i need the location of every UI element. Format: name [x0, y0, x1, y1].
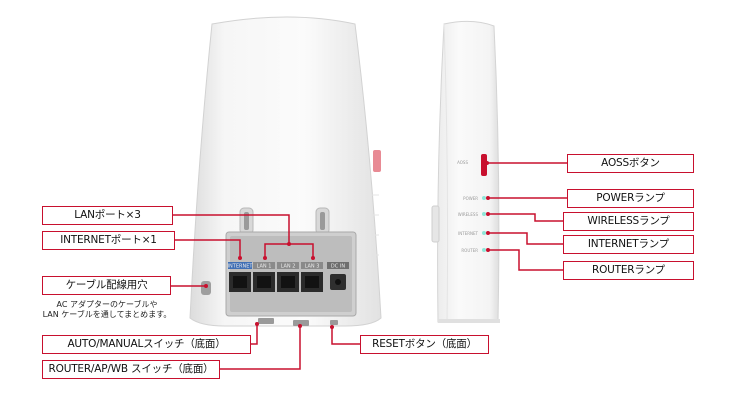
cable-hook-right [315, 207, 330, 235]
lan-port-1 [253, 272, 275, 292]
router-lamp [482, 248, 486, 252]
auto-manual-switch [258, 318, 274, 324]
cable-hole-note: AC アダプターのケーブルや LAN ケーブルを通してまとめます。 [12, 300, 202, 320]
wireless-lamp [482, 212, 486, 216]
cable-hole-note-line-1: AC アダプターのケーブルや [56, 300, 158, 309]
aoss-button [481, 154, 487, 176]
port-label-lan1: LAN 1 [257, 264, 272, 270]
cable-hole-note-line-2: LAN ケーブルを通してまとめます。 [42, 310, 172, 319]
lan-port-2 [277, 272, 299, 292]
cable-hook-left [239, 207, 254, 235]
mode-switch [293, 320, 309, 326]
router-lamp-label: ROUTERランプ [563, 261, 694, 280]
auto-manual-switch-label: AUTO/MANUALスイッチ（底面） [42, 335, 251, 354]
internet-lamp-text: INTERNET [458, 231, 478, 236]
leader-dots [204, 161, 490, 329]
router-lamp-text: ROUTER [461, 248, 478, 253]
power-lamp-text: POWER [463, 196, 478, 201]
internet-lamp [482, 231, 486, 235]
reset-button [330, 320, 338, 325]
dc-in-port [330, 274, 346, 290]
lan-port-3 [301, 272, 323, 292]
mode-switch-label: ROUTER/AP/WB スイッチ（底面） [42, 360, 220, 379]
cable-hole-label: ケーブル配線用穴 [42, 276, 171, 295]
port-label-lan3: LAN 3 [305, 264, 320, 270]
reset-button-label: RESETボタン（底面） [360, 335, 489, 354]
lan-ports-label: LANポート×3 [42, 206, 173, 225]
port-label-lan2: LAN 2 [281, 264, 296, 270]
internet-port [229, 272, 251, 292]
router-back-view: INTERNET LAN 1 LAN 2 LAN 3 DC IN [189, 16, 382, 327]
wireless-lamp-text: WIRELESS [458, 212, 479, 217]
power-lamp-label: POWERランプ [567, 189, 694, 208]
aoss-button-label: AOSSボタン [567, 154, 694, 173]
wireless-lamp-label: WIRELESSランプ [563, 212, 694, 231]
power-lamp [482, 196, 486, 200]
internet-lamp-label: INTERNETランプ [563, 235, 694, 254]
internet-port-label: INTERNETポート×1 [42, 231, 175, 250]
port-label-dcin: DC IN [331, 264, 345, 270]
leader-lines [171, 162, 567, 370]
aoss-text: AOSS [457, 160, 468, 165]
port-label-internet: INTERNET [228, 264, 254, 270]
router-side-view: AOSS POWER WIRELESS INTERNET ROUTER [431, 20, 500, 323]
